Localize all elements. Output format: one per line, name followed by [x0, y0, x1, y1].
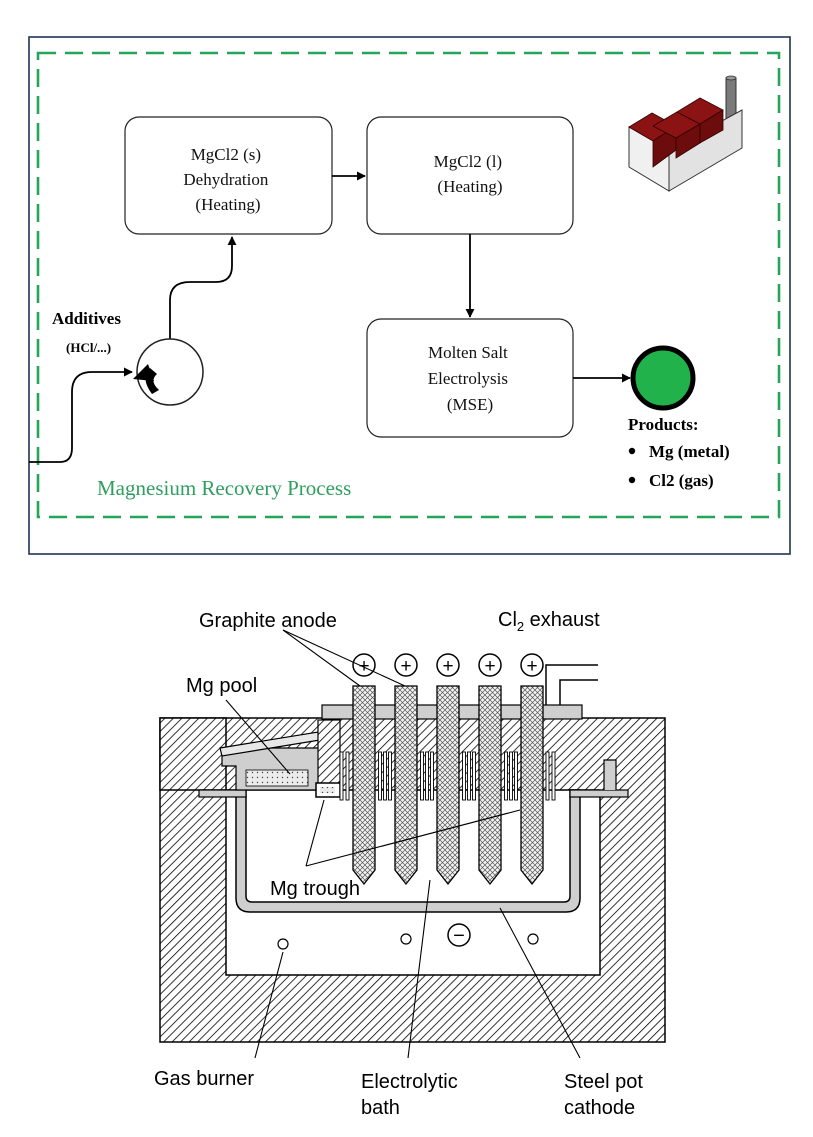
partition-plate — [425, 751, 429, 801]
label-electrolytic-bath-line-2: bath — [361, 1097, 400, 1119]
arrow-pump-to-dehydration — [169, 236, 237, 340]
partition-plate — [388, 751, 392, 801]
graphite-anode — [394, 685, 418, 886]
products-list: Products: Mg (metal) Cl2 (gas) — [628, 415, 730, 490]
partition-plate — [551, 751, 556, 801]
partition-plate — [545, 751, 550, 801]
cl2-exhaust-pipe — [545, 664, 598, 705]
mg-pool — [219, 731, 321, 791]
anode-sign: + — [442, 656, 453, 677]
heating-line-1: MgCl2 (l) — [434, 152, 502, 171]
partition-plates — [339, 751, 556, 801]
anode-terminal-icon: + — [394, 653, 418, 677]
graphite-anode — [436, 685, 460, 886]
dehydration-line-3: (Heating) — [195, 195, 260, 214]
gas-burner-icon — [277, 938, 289, 950]
graphite-anode — [478, 685, 502, 886]
bullet-icon — [628, 476, 636, 484]
mse-line-3: (MSE) — [447, 395, 493, 414]
leader-lines — [225, 629, 581, 1059]
anode-sign: + — [484, 656, 495, 677]
factory-icon — [628, 75, 743, 192]
partition-plate — [420, 751, 424, 801]
product-item-mg: Mg (metal) — [649, 442, 730, 461]
additives-label: Additives — [52, 309, 121, 328]
partition-plate — [345, 751, 350, 801]
heating-line-2: (Heating) — [437, 177, 502, 196]
dehydration-line-1: MgCl2 (s) — [191, 145, 261, 164]
feed-line — [29, 367, 133, 463]
mse-box: Molten Salt Electrolysis (MSE) — [366, 318, 574, 438]
bullet-icon — [628, 447, 636, 455]
partition-plate — [472, 751, 476, 801]
products-title: Products: — [628, 415, 699, 434]
partition-plate — [339, 751, 344, 801]
partition-wall — [317, 719, 341, 793]
label-steel-pot-line-2: cathode — [564, 1097, 635, 1119]
burner-port-icon — [400, 933, 412, 945]
partition-plate — [462, 751, 466, 801]
electrolytic-cell-diagram: + + + + + − Graphite anode Cl2 exhaust Mg po… — [154, 609, 666, 1119]
graphite-anodes: + + + + + — [352, 653, 544, 886]
process-boundary — [36, 51, 781, 519]
anode-sign: + — [358, 656, 369, 677]
mse-line-1: Molten Salt — [428, 343, 508, 362]
anode-terminal-icon: + — [436, 653, 460, 677]
graphite-anode — [352, 685, 376, 886]
anode-terminal-icon: + — [520, 653, 544, 677]
svg-text:MgCl2 (s) Dehydration: MgCl2 (s) Dehydration (Heating) — [183, 145, 272, 214]
anode-terminal-icon: + — [478, 653, 502, 677]
cathode-sign: − — [453, 925, 465, 947]
label-graphite-anode: Graphite anode — [199, 610, 337, 632]
anode-sign: + — [526, 656, 537, 677]
additives-sub-label: (HCl/...) — [66, 340, 111, 355]
product-circle-icon — [630, 345, 696, 411]
label-mg-trough: Mg trough — [270, 878, 360, 900]
product-item-cl2: Cl2 (gas) — [649, 471, 714, 490]
partition-plate — [383, 751, 387, 801]
svg-text:Molten Salt Electrolys: Molten Salt Electrolysis (MSE) — [428, 343, 513, 414]
mse-line-2: Electrolysis — [428, 369, 508, 388]
label-mg-pool: Mg pool — [186, 675, 257, 697]
dehydration-box: MgCl2 (s) Dehydration (Heating) — [124, 116, 333, 235]
anode-terminal-icon: + — [352, 653, 376, 677]
pump-icon — [133, 338, 204, 406]
partition-plate — [378, 751, 382, 801]
label-electrolytic-bath-line-1: Electrolytic — [361, 1071, 458, 1093]
svg-text:MgCl2 (l) (Heating): MgCl2 (l) (Heating) — [434, 152, 507, 196]
process-title: Magnesium Recovery Process — [97, 476, 351, 500]
partition-plate — [430, 751, 434, 801]
partition-plate — [467, 751, 471, 801]
burner-port-icon — [527, 933, 539, 945]
heating-box: MgCl2 (l) (Heating) — [366, 116, 574, 235]
cathode-terminal-icon: − — [447, 923, 471, 947]
graphite-anode — [520, 685, 544, 886]
process-flow-diagram: MgCl2 (s) Dehydration (Heating) MgCl2 (l… — [28, 36, 791, 555]
label-gas-burner: Gas burner — [154, 1068, 254, 1090]
partition-plate — [514, 751, 518, 801]
label-steel-pot-line-1: Steel pot — [564, 1071, 643, 1093]
anode-sign: + — [400, 656, 411, 677]
partition-plate — [509, 751, 513, 801]
dehydration-line-2: Dehydration — [183, 170, 268, 189]
partition-plate — [504, 751, 508, 801]
label-cl2-exhaust: Cl2 exhaust — [498, 609, 600, 634]
